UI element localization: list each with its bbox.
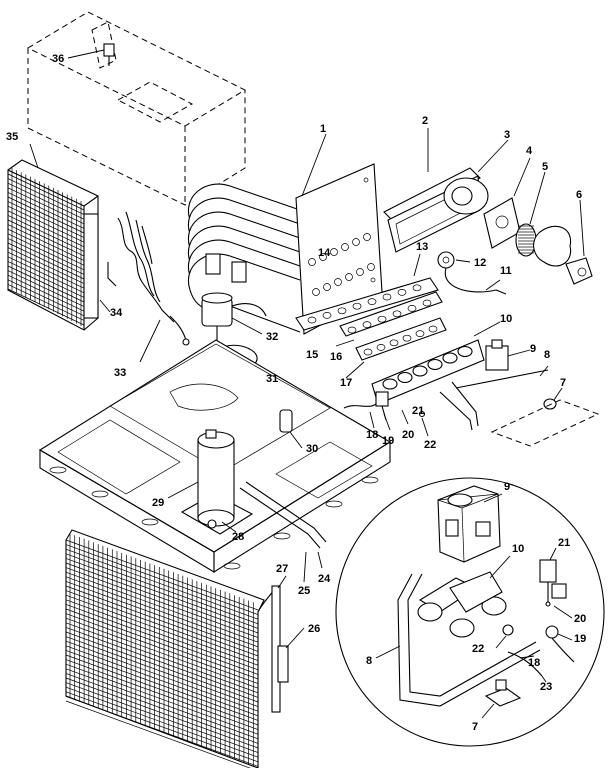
inset-gas-valve	[437, 485, 503, 563]
callout-14: 14	[318, 247, 331, 259]
callout-32: 32	[266, 331, 278, 343]
part-36-fitting	[67, 43, 115, 66]
callout-36: 36	[52, 53, 64, 65]
inset-tube	[507, 651, 547, 683]
callout-2: 2	[422, 115, 428, 127]
callout-15: 15	[306, 349, 318, 361]
callout-9a: 9	[530, 343, 536, 355]
callout-28: 28	[232, 531, 244, 543]
callout-10a: 10	[500, 313, 512, 325]
callout-18a: 18	[366, 429, 378, 441]
callout-9b: 9	[504, 481, 510, 493]
inset-rollout-switch	[481, 679, 522, 719]
inset-manifold-pipe	[375, 573, 541, 707]
callout-20a: 20	[402, 429, 414, 441]
callout-25: 25	[298, 585, 310, 597]
callout-5: 5	[542, 161, 548, 173]
callout-13: 13	[416, 241, 428, 253]
callout-22a: 22	[424, 439, 436, 451]
callout-6: 6	[576, 189, 582, 201]
callout-1: 1	[320, 123, 326, 135]
condenser-fan-motor	[201, 292, 267, 346]
inset-sensor	[545, 625, 575, 663]
inset-burners	[417, 555, 511, 638]
blower-wheel	[515, 171, 546, 257]
burner-rails	[295, 253, 447, 379]
callout-19a: 19	[382, 435, 394, 447]
callout-34: 34	[110, 307, 123, 319]
manifold-pipe	[439, 365, 549, 431]
pressure-switch-and-hose	[437, 251, 507, 295]
callout-24: 24	[318, 573, 331, 585]
callout-8b: 8	[366, 655, 372, 667]
front-condenser-coil	[65, 529, 275, 768]
callout-7a: 7	[560, 377, 566, 389]
callout-22b: 22	[472, 643, 484, 655]
callout-12: 12	[474, 257, 486, 269]
liquid-line	[239, 481, 327, 583]
burner-assembly	[371, 321, 501, 405]
inset-orifice	[495, 624, 514, 649]
igniter-sensor-parts	[343, 391, 429, 437]
service-valve-tube	[271, 575, 305, 713]
callout-16: 16	[330, 351, 342, 363]
compressor	[167, 429, 254, 535]
wiring-harness	[99, 211, 190, 363]
callout-19b: 19	[574, 633, 586, 645]
accumulator	[279, 409, 303, 449]
callout-11: 11	[500, 265, 512, 277]
heat-exchanger	[187, 133, 383, 335]
callout-23: 23	[540, 681, 552, 693]
callout-10b: 10	[512, 543, 524, 555]
callout-8a: 8	[544, 349, 550, 361]
left-condenser-coil	[7, 143, 99, 331]
callout-30: 30	[306, 443, 318, 455]
callout-35: 35	[6, 131, 18, 143]
callout-27: 27	[276, 563, 288, 575]
detail-inset	[335, 477, 605, 747]
callout-21b: 21	[558, 537, 570, 549]
callout-21a: 21	[412, 405, 424, 417]
callout-29: 29	[152, 497, 164, 509]
callout-4: 4	[526, 145, 533, 157]
callout-20b: 20	[574, 613, 586, 625]
top-cabinet-dashed	[26, 11, 247, 206]
callout-17: 17	[340, 377, 352, 389]
callout-3: 3	[504, 129, 510, 141]
rollout-switch	[490, 387, 600, 447]
inset-igniter	[539, 547, 573, 619]
gas-valve-small	[485, 339, 531, 371]
callout-7b: 7	[472, 721, 478, 733]
callout-33: 33	[114, 367, 126, 379]
inducer-motor	[533, 199, 593, 285]
callout-31: 31	[266, 373, 278, 385]
callout-18b: 18	[528, 657, 540, 669]
inducer-housing	[443, 139, 509, 215]
callout-26: 26	[308, 623, 320, 635]
